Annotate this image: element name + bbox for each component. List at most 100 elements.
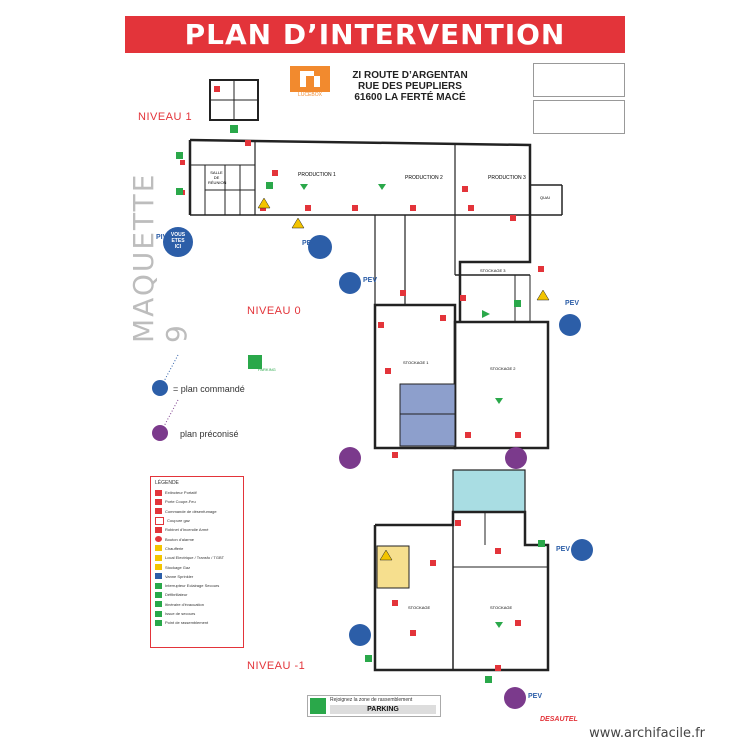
level-1-label: NIVEAU 1: [138, 111, 193, 123]
vous-etes-ici-badge: [163, 227, 193, 257]
legend-row: Stockage Gaz: [151, 562, 243, 571]
legend-plan-commande: = plan commandé: [173, 384, 245, 394]
address-line-2: RUE DES PEUPLIERS: [358, 81, 462, 92]
emergency-exit-icon: [155, 610, 162, 617]
level-1-plan: [209, 79, 259, 121]
brand-logo: DESAUTEL: [540, 716, 578, 723]
legend-item-label: Extincteur Portatif: [165, 490, 197, 496]
purple-badges: [152, 425, 527, 709]
room-production-2: PRODUCTION 2: [405, 175, 443, 181]
emergency-light-icon: [155, 582, 162, 589]
extinguisher-icon: [155, 489, 162, 496]
pev-label-2: PEV: [363, 277, 378, 284]
gas-cutoff-icon: [155, 516, 164, 525]
parking-small-label: PARKING: [258, 367, 276, 372]
parking-banner: Rejoignez la zone de rassemblement PARKI…: [307, 695, 441, 717]
legend-item-label: Itinéraire d'évacuation: [165, 601, 205, 607]
legend-item-label: Stockage Gaz: [165, 564, 191, 570]
room-stockage-2: STOCKAGE 2: [490, 366, 516, 371]
info-box-top: [533, 63, 625, 97]
info-box-warning: [533, 100, 625, 134]
parking-sign-icon: [248, 355, 262, 369]
legend-item-label: Bouton d'alarme: [165, 536, 195, 542]
electrical-icon: [155, 554, 162, 561]
parking-banner-label: PARKING: [330, 705, 436, 714]
legend-item-label: Coupure gaz: [167, 518, 190, 524]
legend-item-label: Robinet d'Incendie Armé: [165, 527, 209, 533]
gas-storage-icon: [155, 564, 162, 571]
legend-item-label: Chaufferie: [165, 545, 184, 551]
legend-row: Local Electrique / Transfo / TGBT: [151, 553, 243, 562]
parking-banner-text: Rejoignez la zone de rassemblement: [330, 697, 413, 703]
title-banner: PLAN D’INTERVENTION: [125, 16, 625, 53]
logo-icon: [290, 66, 330, 92]
pev-label-1: PEV: [302, 240, 317, 247]
room-salle-reunion: SALLE DE RÉUNION: [208, 170, 227, 185]
room-production-1: PRODUCTION 1: [298, 172, 336, 178]
vous-etes-ici-line-1: VOUS: [170, 232, 186, 238]
assembly-point-icon: [155, 619, 162, 626]
legend-row: Issue de secours: [151, 609, 243, 618]
logo-text: LUCEBOX: [298, 92, 322, 98]
legend-row: Interrupteur Eclairage Secours: [151, 581, 243, 590]
pev-label-5: PEV: [528, 693, 543, 700]
legend-row: Point de rassemblement: [151, 618, 243, 627]
dotted-plan-line-purple: [161, 399, 179, 431]
level-0-plan: [188, 138, 563, 450]
legend-row: Coupure gaz: [151, 516, 243, 525]
pev-label-4: PEV: [556, 546, 571, 553]
legend-row: Commande de désenfumage: [151, 507, 243, 516]
fire-door-icon: [155, 498, 162, 505]
plan-title: PLAN D’INTERVENTION: [184, 18, 566, 51]
piv-label: PIV: [156, 234, 168, 241]
exit-signs: [176, 125, 545, 683]
room-quai: QUAI: [540, 195, 550, 200]
legend-item-label: Interrupteur Eclairage Secours: [165, 583, 220, 589]
legend-title: LÉGENDE: [155, 480, 179, 486]
legend-item-label: Porte Coupe-Feu: [165, 499, 196, 505]
pev-label-3: PEV: [565, 300, 580, 307]
assembly-point-icon: [310, 698, 326, 714]
legend-row: Robinet d'Incendie Armé: [151, 525, 243, 534]
vous-etes-ici-line-2: ETES: [171, 238, 185, 244]
fire-hose-icon: [155, 526, 162, 533]
legend-row: Vanne Sprinkler: [151, 572, 243, 581]
legend-row: Extincteur Portatif: [151, 488, 243, 497]
legend-item-label: Défibrillateur: [165, 592, 188, 598]
legend-row: Chaufferie: [151, 544, 243, 553]
legend-plan-preconise: plan préconisé: [180, 429, 239, 439]
equipment-markers: [180, 86, 544, 671]
level-minus1-label: NIVEAU -1: [247, 660, 306, 672]
warning-triangles: [257, 197, 550, 561]
vous-etes-ici-text: VOUS ETES ICI: [167, 232, 189, 250]
vous-etes-ici-line-3: ICI: [174, 244, 182, 250]
room-stockage-1: STOCKAGE 1: [403, 360, 429, 365]
evacuation-arrows: [300, 184, 503, 628]
boiler-icon: [155, 545, 162, 552]
pev-badges: [152, 227, 593, 646]
legend-item-label: Issue de secours: [165, 611, 196, 616]
legend-row: Défibrillateur: [151, 590, 243, 599]
address-line-1: ZI ROUTE D’ARGENTAN: [352, 70, 468, 81]
legend-row: Itinéraire d'évacuation: [151, 600, 243, 609]
smoke-control-icon: [155, 508, 162, 515]
sprinkler-valve-icon: [155, 573, 162, 580]
legend-item-label: Vanne Sprinkler: [165, 573, 194, 579]
legend-row: Porte Coupe-Feu: [151, 497, 243, 506]
legend-item-label: Commande de désenfumage: [165, 508, 217, 514]
level-minus-1-plan: [373, 469, 550, 672]
watermark: www.archifacile.fr: [589, 726, 705, 741]
level-0-label: NIVEAU 0: [247, 305, 302, 317]
room-stockage-basement-1: STOCKAGE: [408, 605, 431, 610]
legend-box: LÉGENDE Extincteur Portatif Porte Coupe-…: [150, 476, 244, 648]
defibrillator-icon: [155, 591, 162, 598]
legend-item-label: Local Electrique / Transfo / TGBT: [165, 555, 225, 561]
legend-item-label: Point de rassemblement: [165, 620, 209, 626]
evacuation-arrow-icon: [155, 601, 162, 608]
room-stockage-3: STOCKAGE 3: [480, 268, 506, 273]
room-stockage-basement-2: STOCKAGE: [490, 605, 513, 610]
dotted-plan-line-blue: [161, 354, 179, 386]
address-line-3: 61600 LA FERTÉ MACÉ: [354, 92, 466, 103]
company-logo: LUCEBOX: [290, 66, 330, 100]
